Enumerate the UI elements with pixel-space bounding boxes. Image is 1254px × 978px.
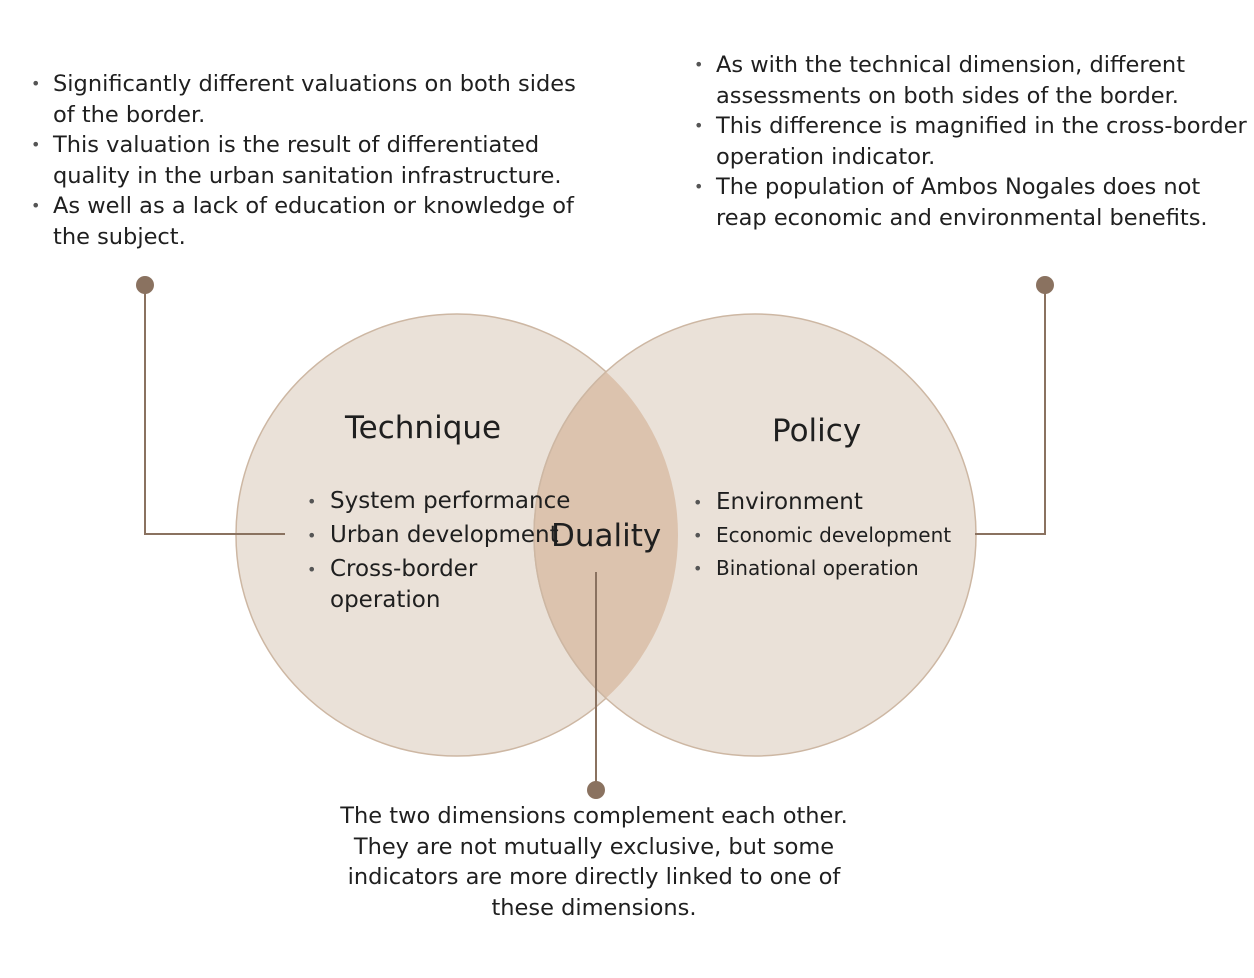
right-connector-dot	[1036, 276, 1054, 294]
bottom-connector-dot	[587, 781, 605, 799]
left-annotation-item: Significantly different valuations on bo…	[31, 69, 591, 130]
right-connector-line	[975, 285, 1046, 535]
left-annotation-item: This valuation is the result of differen…	[31, 130, 591, 191]
policy-list: Environment Economic development Binatio…	[693, 486, 983, 585]
technique-item: Cross-border operation	[307, 554, 572, 616]
policy-item: Environment	[693, 486, 983, 519]
right-annotation-item: As with the technical dimension, differe…	[694, 50, 1249, 111]
technique-item: Urban development	[307, 520, 572, 551]
left-annotation: Significantly different valuations on bo…	[31, 69, 591, 253]
right-annotation-item: The population of Ambos Nogales does not…	[694, 172, 1249, 233]
right-annotation: As with the technical dimension, differe…	[694, 50, 1249, 234]
right-annotation-item: This difference is magnified in the cros…	[694, 111, 1249, 172]
left-connector-dot	[136, 276, 154, 294]
technique-title: Technique	[345, 410, 502, 446]
left-connector-line	[144, 285, 285, 535]
technique-list: System performance Urban development Cro…	[307, 486, 572, 619]
left-annotation-item: As well as a lack of education or knowle…	[31, 191, 591, 252]
technique-item: System performance	[307, 486, 572, 517]
policy-title: Policy	[772, 413, 862, 449]
policy-item: Binational operation	[693, 552, 983, 585]
policy-item: Economic development	[693, 519, 983, 552]
bottom-annotation: The two dimensions complement each other…	[340, 803, 848, 921]
